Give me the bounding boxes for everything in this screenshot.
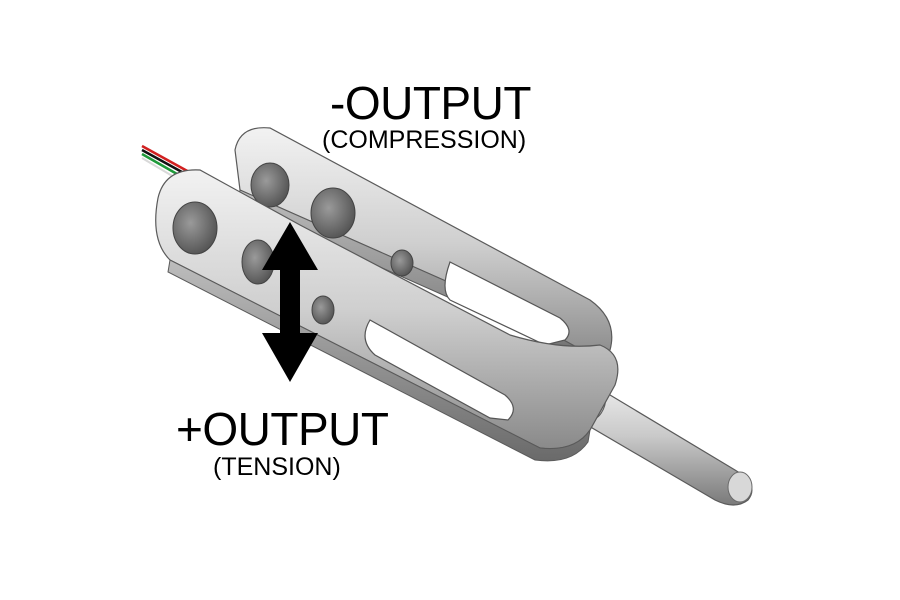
back-plate-slot [444,261,570,346]
negative-output-label: -OUTPUT [330,77,531,129]
front-plate-hole-large [172,201,218,255]
front-plate-slot [364,319,514,421]
double-headed-vertical-arrow-icon [262,222,318,382]
back-plate-hole-small [390,249,414,277]
back-plate-hole-center [310,187,356,239]
back-clevis-plate [234,127,613,373]
front-plate-hole-small [311,295,335,325]
positive-output-label: +OUTPUT [176,403,389,455]
front-clevis-plate [155,169,619,462]
tension-label: (TENSION) [213,453,341,481]
back-plate-hole-large [250,162,290,208]
compression-label: (COMPRESSION) [322,126,527,154]
